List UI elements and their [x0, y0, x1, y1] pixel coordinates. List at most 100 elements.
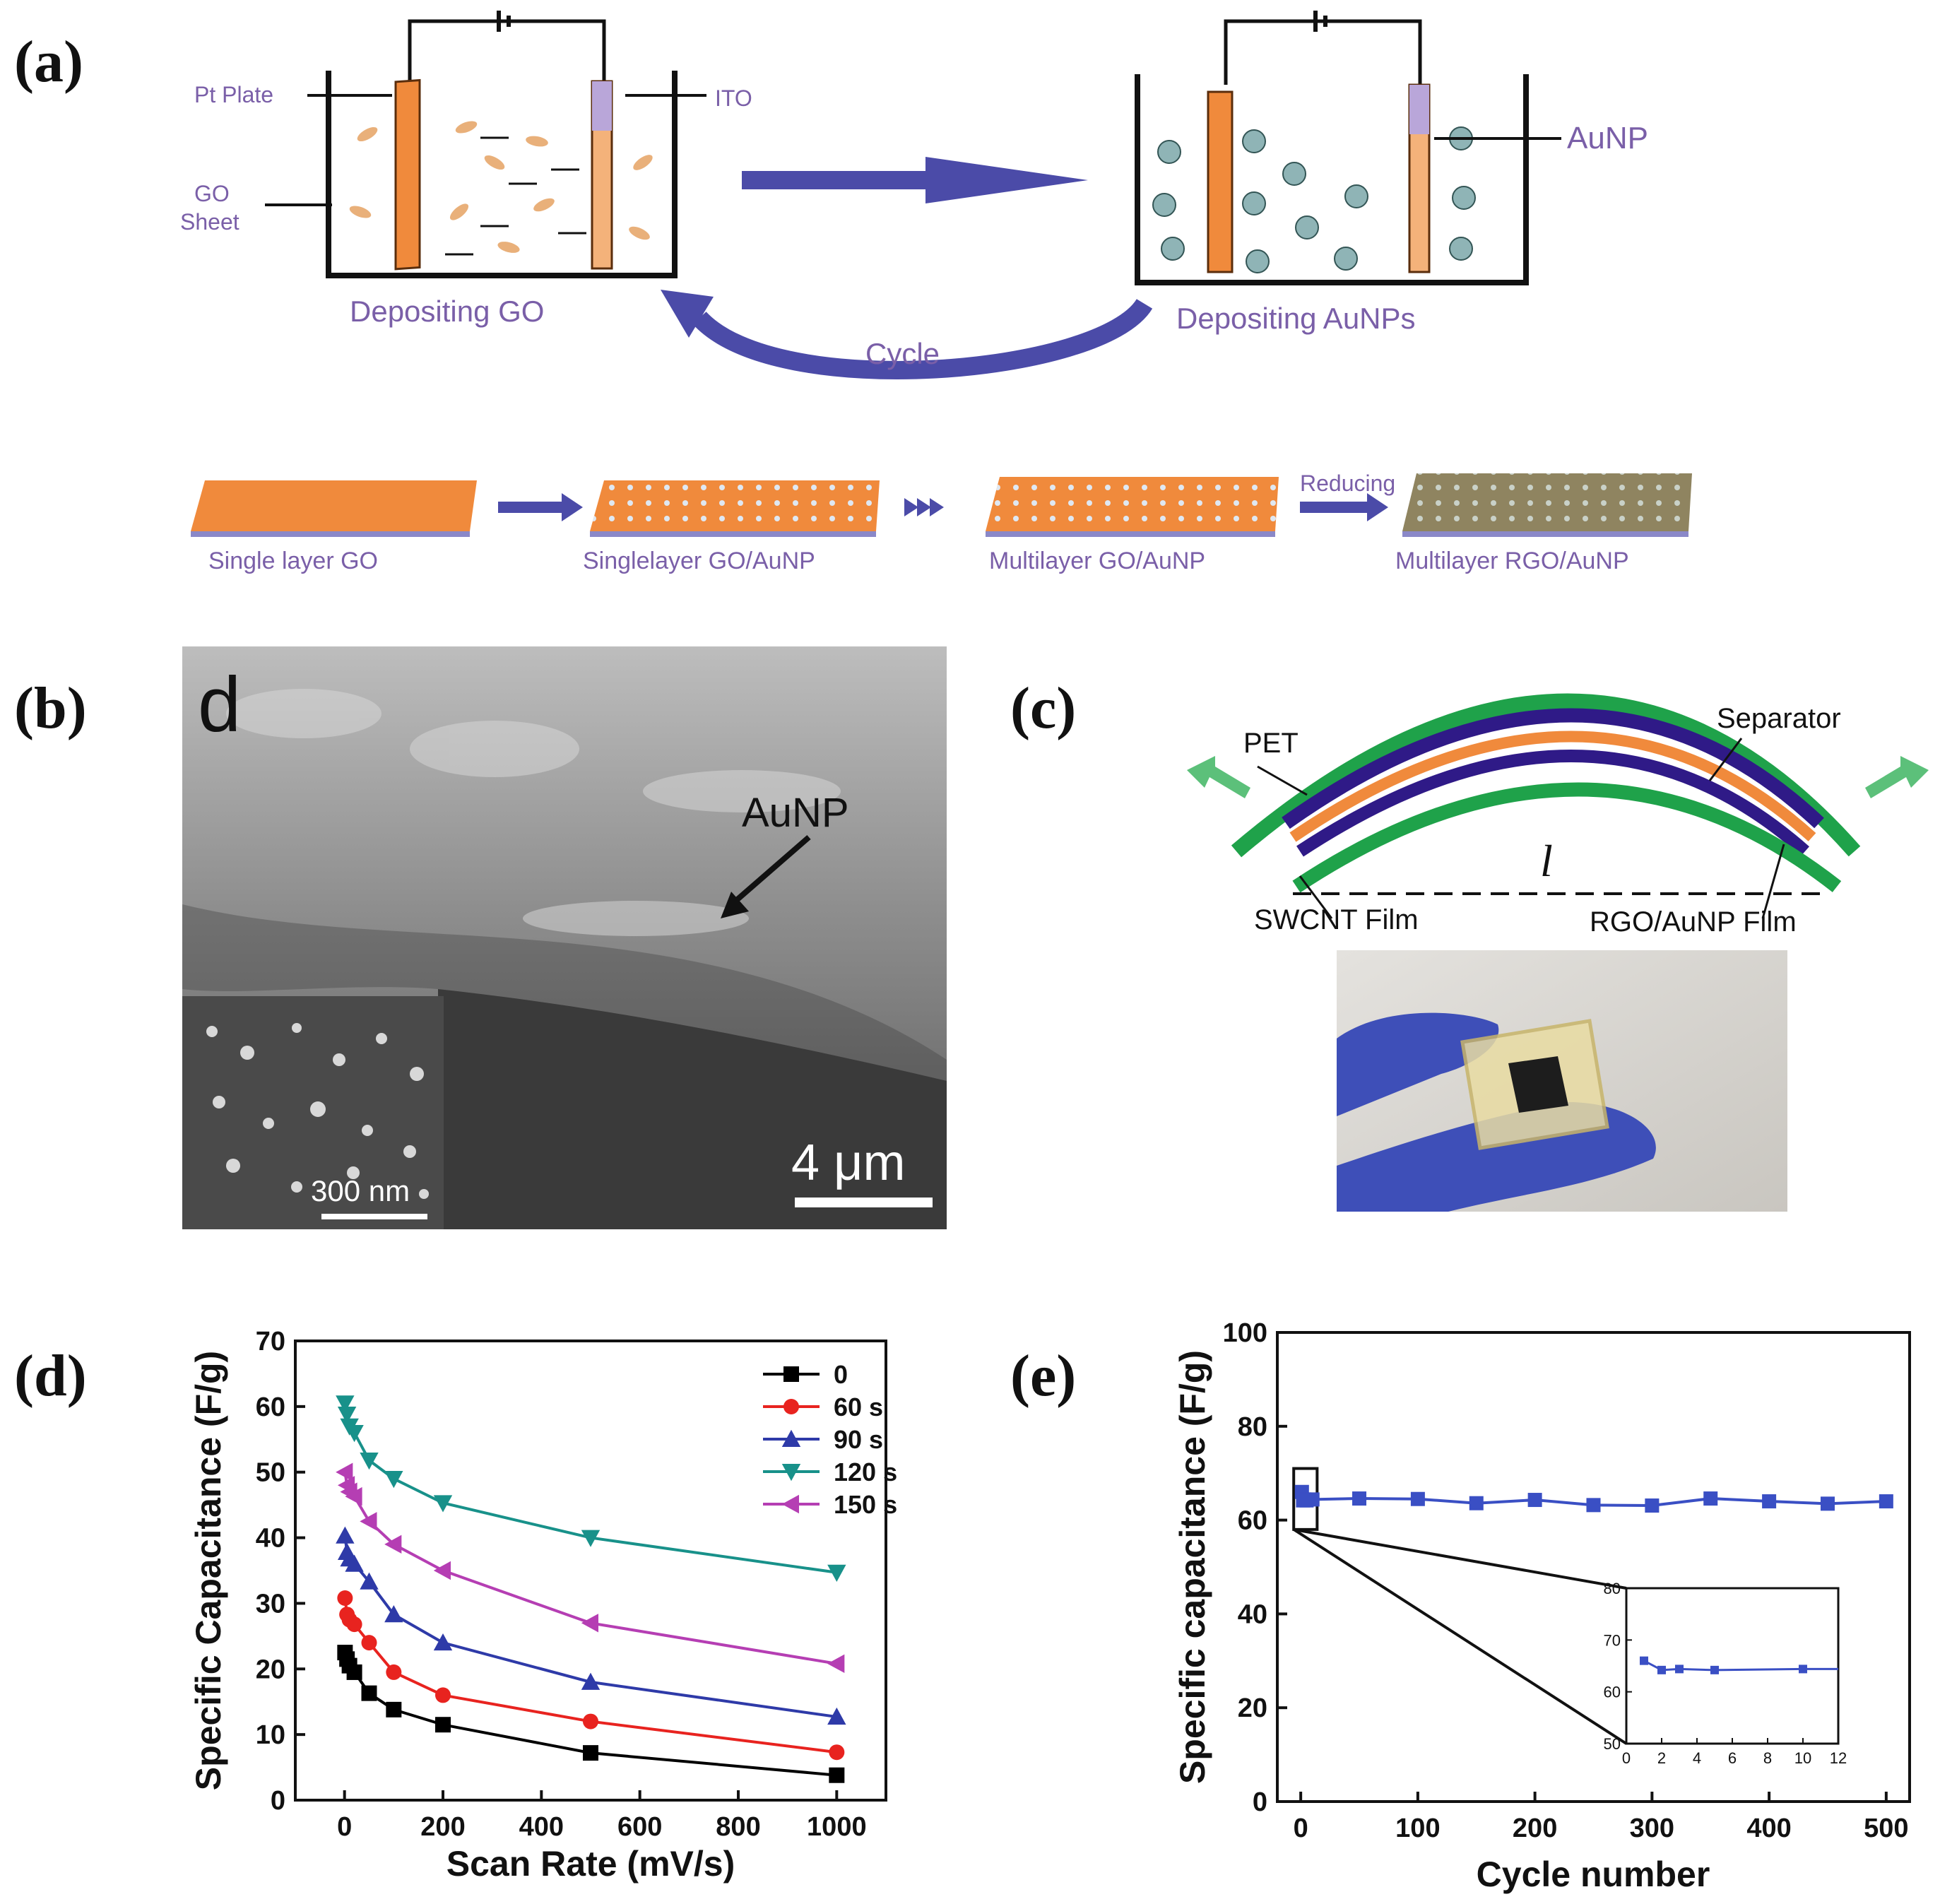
data-point — [336, 1395, 355, 1413]
data-point — [827, 1707, 846, 1725]
y-tick-label: 20 — [256, 1655, 285, 1684]
data-point — [1469, 1496, 1484, 1510]
sem-panel-letter: d — [198, 661, 241, 748]
panel-label-c: (c) — [1010, 675, 1076, 741]
series-line — [343, 1402, 837, 1574]
data-point — [361, 1685, 377, 1701]
chart-e-axes-frame — [1276, 1331, 1911, 1803]
y-tick-label: 40 — [1238, 1600, 1267, 1629]
data-point — [386, 1701, 402, 1717]
x-tick-label: 0 — [1294, 1814, 1308, 1843]
data-point — [433, 1495, 453, 1513]
panel-label-d: (d) — [14, 1343, 87, 1409]
inset-y-tick-label: 60 — [1604, 1684, 1621, 1701]
data-point — [1527, 1493, 1542, 1508]
label-cycle: Cycle — [865, 337, 940, 370]
data-point — [829, 1744, 845, 1761]
legend-label: 120 s — [834, 1457, 897, 1486]
y-tick-label: 30 — [256, 1589, 285, 1619]
label-pet: PET — [1243, 728, 1299, 759]
data-point — [1762, 1494, 1777, 1509]
data-point — [435, 1687, 451, 1703]
data-point — [360, 1572, 379, 1590]
legend-marker — [781, 1494, 799, 1514]
legend-label: 60 s — [834, 1392, 883, 1421]
y-tick-label: 0 — [1253, 1787, 1267, 1817]
legend-label: 0 — [834, 1360, 848, 1389]
data-point — [384, 1535, 402, 1554]
chart-d-xlabel: Scan Rate (mV/s) — [446, 1844, 735, 1884]
label-go-sheet-2: Sheet — [180, 209, 239, 235]
y-tick-label: 80 — [1238, 1412, 1267, 1442]
sem-image: d AuNP 4 μm 300 nm — [182, 646, 947, 1229]
compress-arrow-left — [1187, 756, 1250, 798]
data-point — [345, 1486, 362, 1506]
layer-sequence — [191, 473, 1692, 537]
data-point — [1879, 1494, 1893, 1509]
data-point — [361, 1635, 377, 1651]
label-reducing: Reducing — [1300, 471, 1395, 496]
inset-x-tick-label: 0 — [1622, 1749, 1631, 1767]
forward-arrow — [742, 157, 1088, 203]
data-point — [581, 1530, 601, 1547]
x-tick-label: 800 — [716, 1812, 760, 1842]
compress-arrow-right — [1865, 756, 1929, 798]
data-point — [583, 1713, 598, 1729]
inset-x-tick-label: 10 — [1794, 1749, 1811, 1767]
y-tick-label: 40 — [256, 1524, 285, 1554]
legend-marker — [781, 1429, 801, 1447]
y-tick-label: 70 — [256, 1327, 285, 1356]
chart-d-series — [336, 1395, 846, 1783]
chart-e-series — [1294, 1484, 1893, 1513]
x-tick-label: 1000 — [807, 1812, 867, 1842]
device-photo — [1337, 950, 1787, 1212]
x-tick-label: 0 — [337, 1812, 352, 1842]
inset-x-tick-label: 12 — [1830, 1749, 1847, 1767]
inset-x-tick-label: 8 — [1763, 1749, 1772, 1767]
data-point — [345, 1425, 364, 1443]
y-tick-label: 100 — [1223, 1318, 1267, 1348]
data-point — [386, 1664, 402, 1680]
label-aunp-a: AuNP — [1567, 121, 1648, 155]
chart-d-ylabel: Specific Capacitance (F/g) — [189, 1351, 228, 1790]
label-single-layer-go: Single layer GO — [208, 548, 378, 574]
x-tick-label: 600 — [617, 1812, 662, 1842]
data-point — [1352, 1491, 1367, 1506]
y-tick-label: 60 — [256, 1392, 285, 1422]
data-point — [827, 1564, 846, 1582]
sem-inset-particles — [206, 1023, 429, 1199]
zoom-connector — [1293, 1528, 1628, 1745]
y-tick-label: 50 — [256, 1458, 285, 1488]
x-tick-label: 200 — [420, 1812, 465, 1842]
label-ito: ITO — [715, 85, 752, 111]
inset-data-point — [1640, 1656, 1648, 1665]
inset-x-tick-label: 4 — [1693, 1749, 1701, 1767]
label-swcnt-film: SWCNT Film — [1254, 904, 1419, 935]
legend-label: 90 s — [834, 1425, 883, 1454]
data-point — [384, 1605, 403, 1623]
inset-data-point — [1710, 1665, 1719, 1674]
data-point — [336, 1462, 353, 1482]
chart-e-ylabel: Specific capacitance (F/g) — [1173, 1350, 1212, 1784]
label-multilayer-go-aunp: Multilayer GO/AuNP — [989, 548, 1205, 574]
data-point — [346, 1664, 362, 1680]
migration-arrows — [445, 136, 586, 256]
chart-d-axes-frame — [294, 1340, 887, 1802]
label-length: l — [1540, 836, 1553, 886]
x-tick-label: 400 — [519, 1812, 564, 1842]
data-point — [829, 1767, 845, 1783]
panel-label-e: (e) — [1010, 1343, 1076, 1409]
data-point — [1703, 1491, 1718, 1506]
label-multilayer-rgo-aunp: Multilayer RGO/AuNP — [1395, 548, 1629, 574]
x-tick-label: 500 — [1864, 1814, 1908, 1843]
cycle-arrow — [692, 298, 1153, 379]
chart-d-legend: 0 60 s 90 s 120 s 150 s — [763, 1360, 897, 1519]
label-go-sheet-1: GO — [194, 181, 230, 206]
beaker-go — [326, 11, 678, 278]
chart-e-zoom-lines — [1292, 1467, 1628, 1745]
legend-label: 150 s — [834, 1490, 897, 1519]
chart-e-xlabel: Cycle number — [1477, 1855, 1710, 1894]
